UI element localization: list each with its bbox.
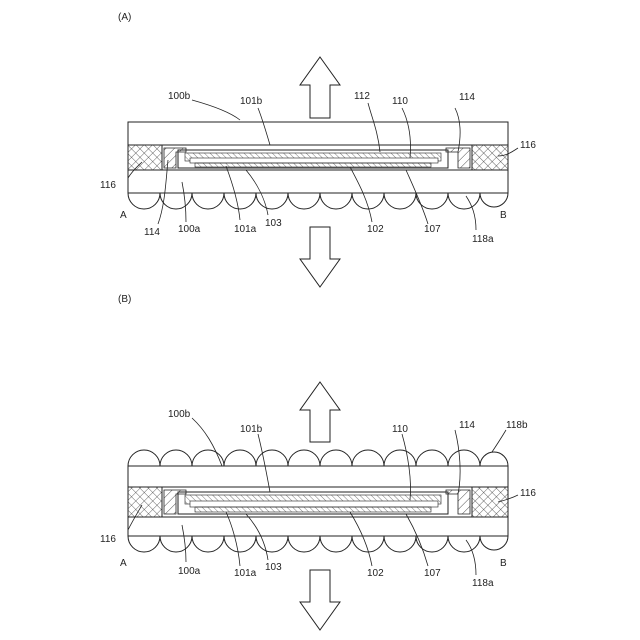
substrate-100a bbox=[128, 517, 508, 536]
ref-112: 112 bbox=[354, 91, 370, 102]
substrate-100a bbox=[128, 170, 508, 193]
ref-114: 114 bbox=[459, 420, 475, 431]
ref-101b: 101b bbox=[240, 96, 263, 107]
ref-b: B bbox=[500, 558, 507, 569]
ref-100b: 100b bbox=[168, 409, 191, 420]
sealant-116-left bbox=[128, 487, 162, 517]
layer-110 bbox=[190, 158, 438, 163]
ref-118a: 118a bbox=[472, 234, 494, 245]
ref-107: 107 bbox=[424, 568, 441, 579]
emission-arrow-down-icon bbox=[300, 570, 340, 630]
sealant-116-right bbox=[472, 487, 508, 517]
leader-118b bbox=[492, 430, 506, 452]
emission-arrow-up-icon bbox=[300, 57, 340, 118]
panel-b-label: (B) bbox=[118, 294, 131, 305]
emission-arrow-up-icon bbox=[300, 382, 340, 442]
emission-arrow-down-icon bbox=[300, 227, 340, 287]
ref-100b: 100b bbox=[168, 91, 191, 102]
ref-101b: 101b bbox=[240, 424, 263, 435]
leader-100b bbox=[192, 418, 222, 466]
panel-a: (A) bbox=[100, 12, 536, 287]
layer-110 bbox=[190, 501, 438, 507]
ref-114-bottom: 114 bbox=[144, 227, 160, 238]
panel-b: (B) bbox=[100, 294, 536, 630]
ref-116-right: 116 bbox=[520, 488, 536, 499]
ref-110: 110 bbox=[392, 96, 408, 107]
ref-116-right: 116 bbox=[520, 140, 536, 151]
ref-100a: 100a bbox=[178, 224, 201, 235]
substrate-100b bbox=[128, 466, 508, 487]
ref-100a: 100a bbox=[178, 566, 201, 577]
ref-101a: 101a bbox=[234, 568, 257, 579]
ref-116-left: 116 bbox=[100, 534, 116, 545]
leader-100b bbox=[192, 100, 240, 120]
substrate-100b bbox=[128, 122, 508, 145]
sealant-116-left bbox=[128, 145, 162, 170]
layer-103 bbox=[195, 163, 431, 167]
ref-114-top: 114 bbox=[459, 92, 475, 103]
microlens-array-118b bbox=[128, 450, 508, 466]
ref-118a: 118a bbox=[472, 578, 494, 589]
ref-110: 110 bbox=[392, 424, 408, 435]
ref-102: 102 bbox=[367, 568, 384, 579]
ref-103: 103 bbox=[265, 562, 282, 573]
ref-118b: 118b bbox=[506, 420, 528, 431]
ref-101a: 101a bbox=[234, 224, 257, 235]
leader-118a bbox=[466, 196, 476, 230]
ref-107: 107 bbox=[424, 224, 441, 235]
layer-103 bbox=[195, 507, 431, 512]
panel-a-label: (A) bbox=[118, 12, 131, 23]
ref-116-left: 116 bbox=[100, 180, 116, 191]
ref-102: 102 bbox=[367, 224, 384, 235]
ref-103: 103 bbox=[265, 218, 282, 229]
ref-a: A bbox=[120, 210, 127, 221]
sealant-116-right bbox=[472, 145, 508, 170]
leader-118a bbox=[466, 540, 476, 575]
ref-a: A bbox=[120, 558, 127, 569]
ref-b: B bbox=[500, 210, 507, 221]
